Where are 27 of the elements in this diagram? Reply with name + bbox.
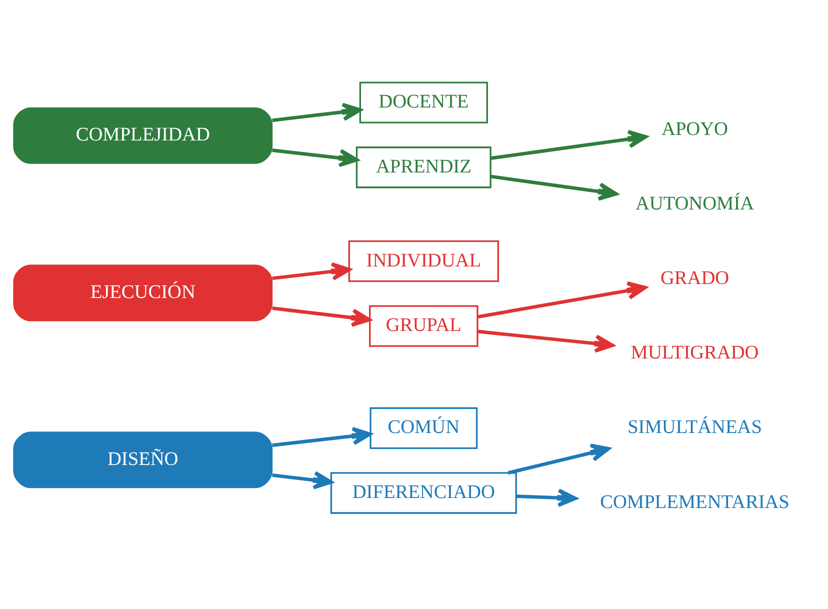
node-text: GRADO <box>660 268 730 289</box>
node-text: MULTIGRADO <box>630 342 759 364</box>
arrow <box>272 306 371 326</box>
arrow <box>490 129 648 160</box>
node-text: APOYO <box>662 118 728 140</box>
node-box: DISEÑO <box>13 431 273 488</box>
arrow <box>272 148 358 167</box>
node-box: COMÚN <box>370 406 478 448</box>
arrow <box>272 262 351 280</box>
arrow <box>508 443 610 474</box>
arrow <box>490 174 618 200</box>
arrow <box>478 280 647 318</box>
node-box: INDIVIDUAL <box>348 240 499 282</box>
arrow <box>272 426 372 446</box>
arrow <box>516 488 578 506</box>
arrow <box>478 329 614 352</box>
node-box: DOCENTE <box>359 81 488 123</box>
arrow <box>272 102 362 122</box>
node-text: COMPLEMENTARIAS <box>600 491 790 512</box>
node-text: SIMULTÁNEAS <box>628 416 762 438</box>
arrow <box>272 470 333 489</box>
node-box: EJECUCIÓN <box>13 264 273 321</box>
node-box: APRENDIZ <box>356 146 492 188</box>
node-box: DIFERENCIADO <box>330 472 517 514</box>
node-text: AUTONOMÍA <box>635 193 754 214</box>
node-box: COMPLEJIDAD <box>13 106 273 164</box>
node-box: GRUPAL <box>369 304 478 346</box>
